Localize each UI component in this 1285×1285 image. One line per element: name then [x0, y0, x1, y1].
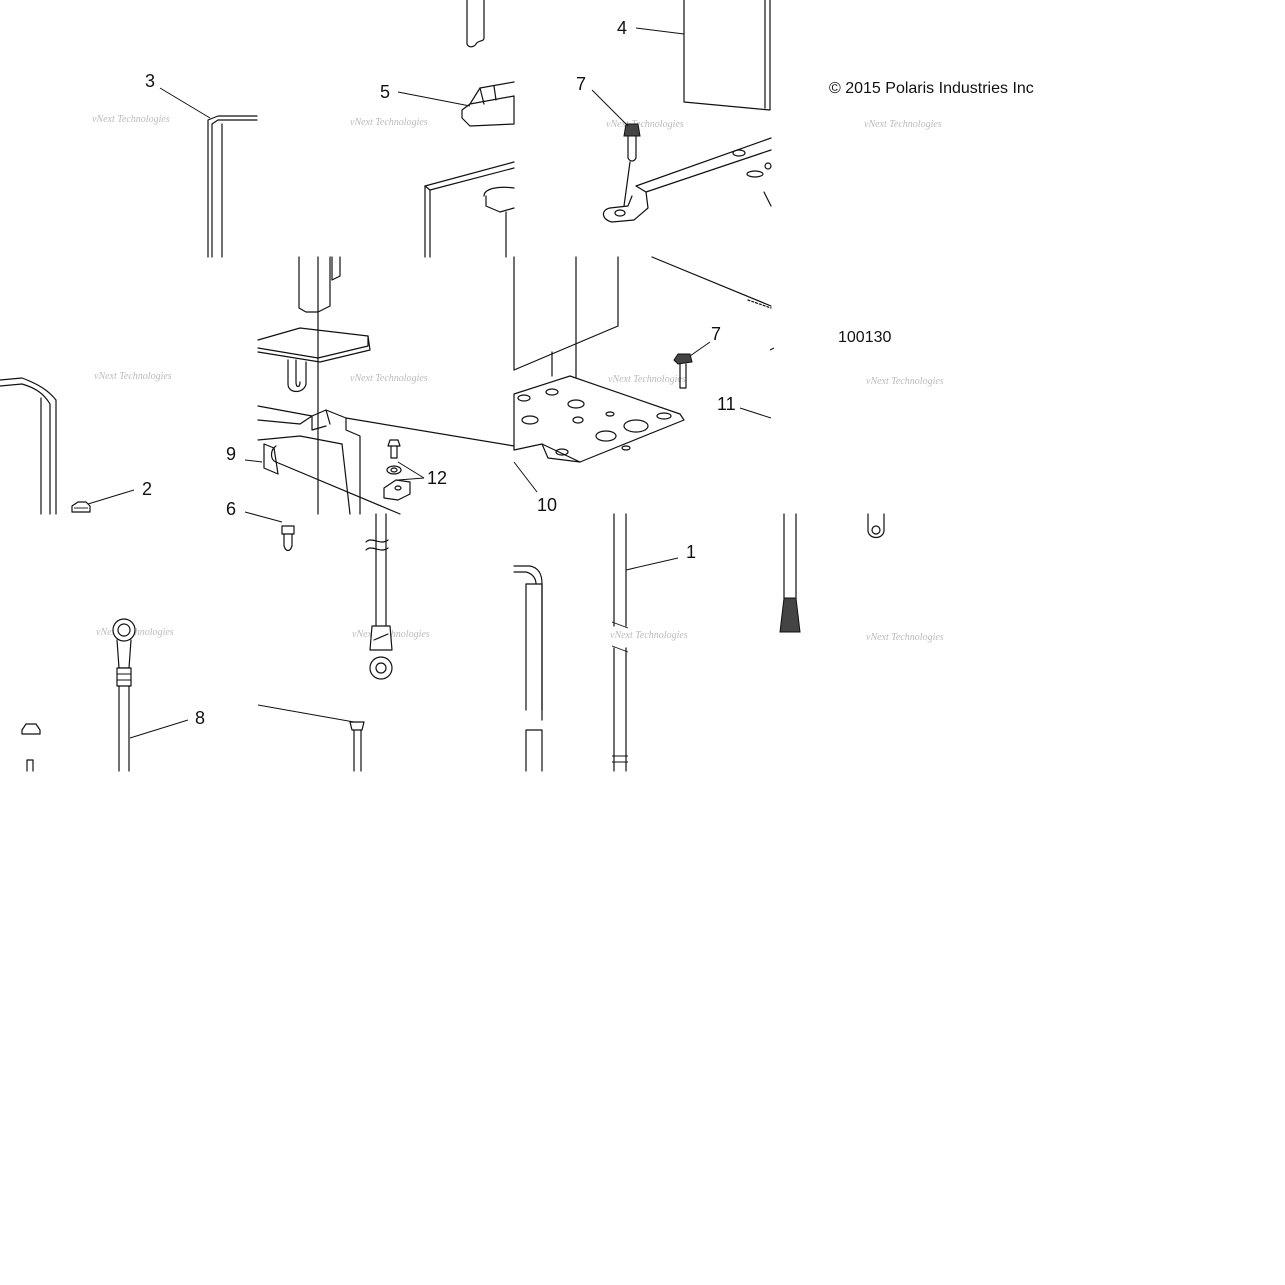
copyright-text: © 2015 Polaris Industries Inc: [829, 80, 1034, 97]
watermark: vNext Technologies: [864, 119, 942, 130]
callout-11: 11: [717, 394, 736, 414]
callout-1: 1: [686, 542, 696, 562]
watermark: vNext Technologies: [608, 374, 686, 385]
watermark: vNext Technologies: [866, 632, 944, 643]
bolt-6-part: [281, 525, 295, 552]
bracket-5-part: [424, 81, 515, 258]
cable-center-part: [257, 513, 393, 772]
plate-4-part: [683, 0, 771, 111]
leader-lines: [87, 27, 775, 739]
callout-7-lower: 7: [711, 324, 721, 344]
watermark-group: vNext Technologies vNext Technologies vN…: [92, 114, 944, 643]
watermark: vNext Technologies: [610, 630, 688, 641]
watermark: vNext Technologies: [92, 114, 170, 125]
cable-1-part: [513, 513, 629, 772]
hold-down-part: [257, 256, 515, 515]
callout-8: 8: [195, 708, 205, 728]
watermark: vNext Technologies: [606, 119, 684, 130]
callout-2: 2: [142, 479, 152, 499]
callout-3: 3: [145, 71, 155, 91]
watermark: vNext Technologies: [350, 373, 428, 384]
rod-top-part: [466, 0, 485, 48]
callout-12: 12: [427, 468, 447, 488]
cover-2-part: [0, 377, 91, 515]
drawing-number: 100130: [838, 329, 891, 346]
callout-4: 4: [617, 18, 627, 38]
callout-10: 10: [537, 495, 557, 515]
callout-7-upper: 7: [576, 74, 586, 94]
tray-top-part: [602, 123, 772, 223]
watermark: vNext Technologies: [866, 376, 944, 387]
callout-numbers: 3 5 4 7 7 11 2 9 6 12 10 1 8: [142, 18, 736, 728]
hardware-12-part: [383, 439, 411, 501]
cable-8-part: [21, 618, 136, 772]
tray-10-part: [513, 256, 772, 463]
callout-9: 9: [226, 444, 236, 464]
panel-3-part: [207, 115, 258, 258]
watermark: vNext Technologies: [350, 117, 428, 128]
callout-5: 5: [380, 82, 390, 102]
watermark: vNext Technologies: [94, 371, 172, 382]
cable-right-part: [779, 513, 885, 633]
callout-6: 6: [226, 499, 236, 519]
